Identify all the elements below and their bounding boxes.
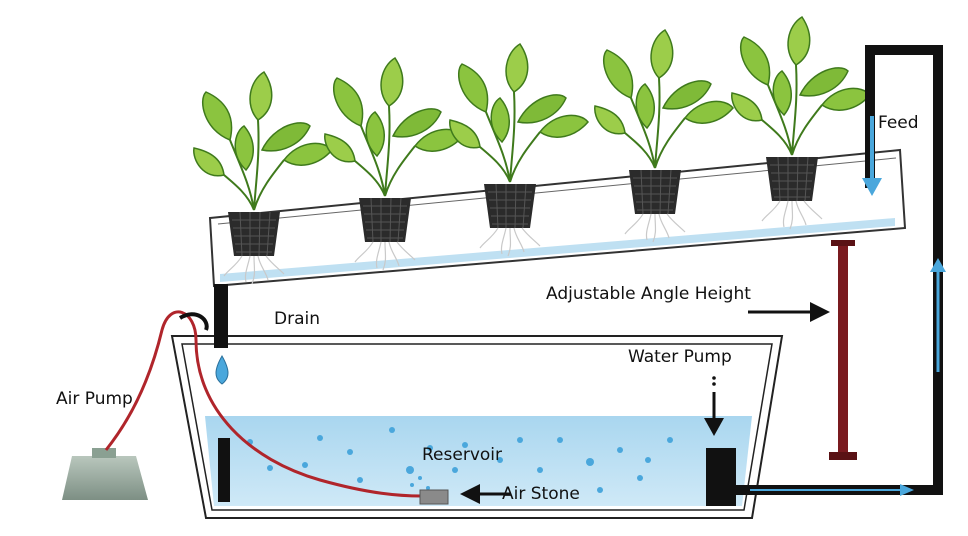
feed-line	[736, 45, 946, 496]
reservoir-tub	[170, 335, 784, 519]
air-bubbles	[247, 427, 673, 493]
pointer-arrows	[460, 302, 830, 504]
label-drain: Drain	[274, 309, 320, 329]
flow-arrow-down-icon	[862, 178, 882, 196]
label-adjustable-angle-height: Adjustable Angle Height	[546, 284, 751, 304]
air-line	[104, 310, 423, 498]
arrow-left-icon	[460, 484, 480, 504]
label-air-stone: Air Stone	[502, 484, 580, 504]
air-stone	[419, 489, 449, 505]
drain-pipe	[214, 284, 230, 502]
label-feed: Feed	[878, 113, 919, 133]
water-drop-icon	[215, 354, 229, 385]
arrow-down-icon	[704, 418, 724, 436]
flow-arrow-up-icon	[930, 258, 946, 272]
reservoir-water	[205, 416, 752, 506]
support-post	[829, 240, 857, 460]
air-pump	[62, 448, 148, 500]
flow-arrow-icon	[900, 484, 914, 496]
label-air-pump: Air Pump	[56, 389, 133, 409]
arrow-right-icon	[810, 302, 830, 322]
label-water-pump: Water Pump	[628, 347, 732, 367]
water-pump	[706, 448, 736, 506]
label-reservoir: Reservoir	[422, 445, 502, 465]
